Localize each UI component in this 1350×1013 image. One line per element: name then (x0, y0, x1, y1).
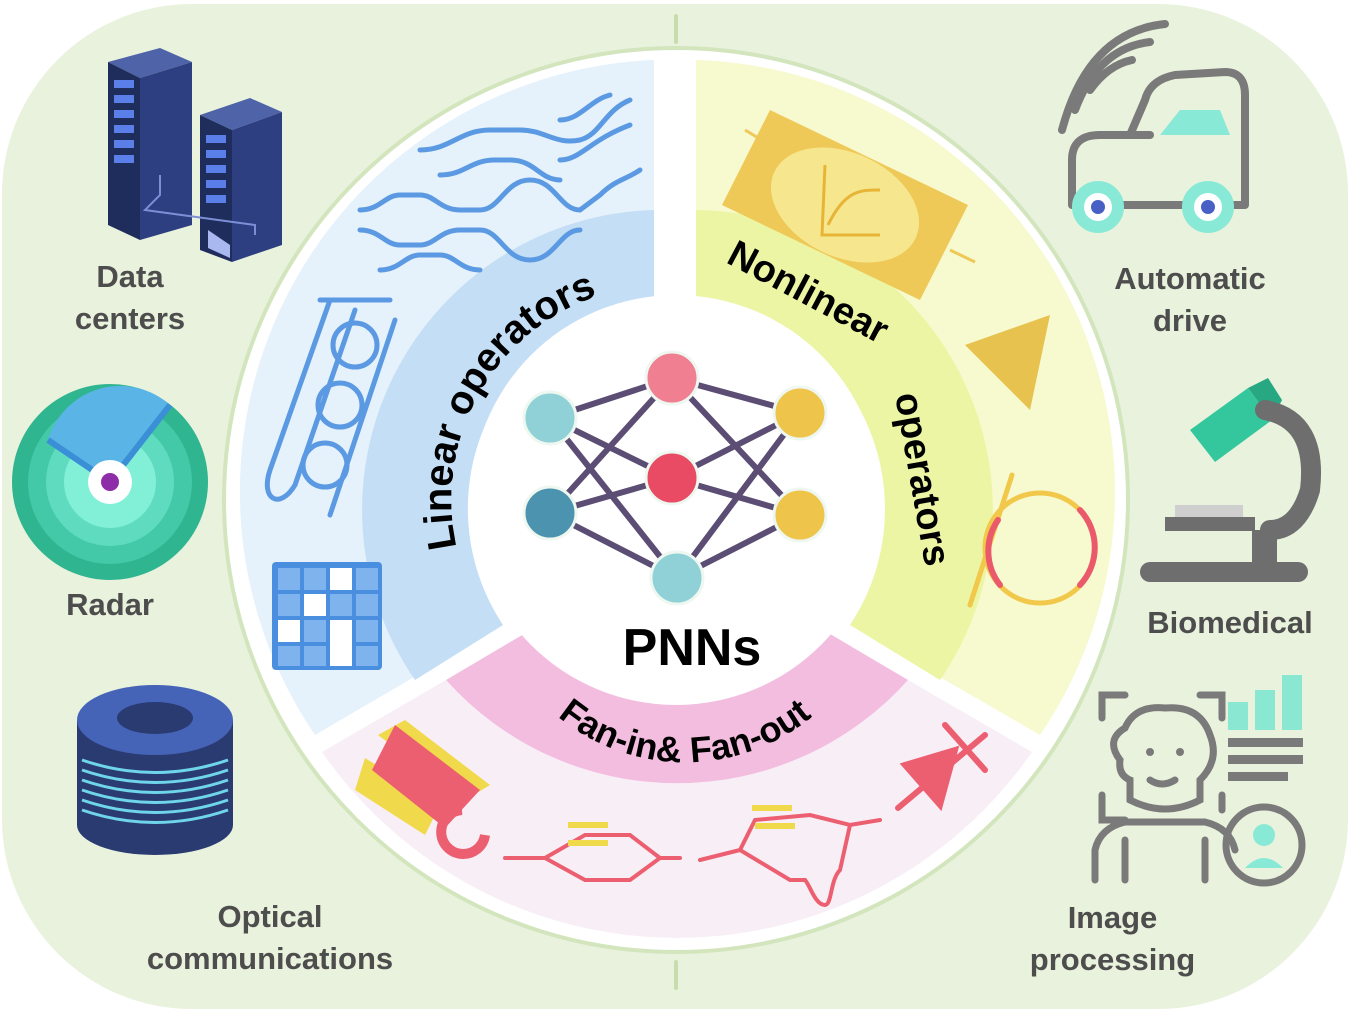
automatic-drive-label: Automatic drive (1090, 258, 1290, 342)
optical-communications-line2: communications (146, 941, 394, 976)
hidden-node-2 (644, 450, 700, 506)
nonlinear-chip-icon (722, 110, 976, 300)
image-processing-line1: Image (1067, 900, 1158, 935)
neural-network-icon (522, 350, 828, 606)
laser-chip-icon (355, 720, 490, 859)
output-node-1 (772, 385, 828, 441)
input-node-1 (522, 390, 578, 446)
mzi-modulator-icon (503, 822, 682, 882)
hidden-node-1 (644, 350, 700, 406)
hidden-node-3 (649, 550, 705, 606)
ring-resonator-ladder-icon (264, 297, 398, 518)
radar-icon (12, 384, 208, 580)
server-rack-icon (108, 48, 282, 262)
data-centers-line1: Data (96, 259, 164, 294)
optical-communications-line1: Optical (217, 899, 323, 934)
autonomous-car-icon (1058, 20, 1249, 233)
fiber-spool-icon (77, 685, 233, 855)
output-node-2 (772, 487, 828, 543)
optical-communications-label: Optical communications (120, 896, 420, 980)
mzi-mesh-icon (357, 92, 643, 273)
automatic-drive-line2: drive (1152, 303, 1228, 338)
input-node-2 (522, 485, 578, 541)
microscope-icon (1140, 378, 1321, 582)
data-centers-label: Data centers (70, 256, 190, 340)
radar-label: Radar (50, 584, 170, 626)
face-recognition-icon (1091, 675, 1306, 887)
waveguide-coupler-icon (698, 805, 882, 908)
radar-line1: Radar (66, 587, 154, 622)
grid-matrix-icon (272, 562, 382, 670)
automatic-drive-line1: Automatic (1114, 261, 1266, 296)
data-centers-line2: centers (74, 301, 186, 336)
image-processing-line2: processing (1029, 942, 1196, 977)
image-processing-label: Image processing (1010, 897, 1215, 981)
photodiode-icon (895, 722, 988, 812)
ring-modulator-icon (967, 472, 1098, 608)
biomedical-label: Biomedical (1130, 602, 1330, 644)
center-title: PNNs (623, 619, 762, 677)
biomedical-line1: Biomedical (1147, 605, 1313, 640)
triangle-icon (965, 315, 1050, 410)
